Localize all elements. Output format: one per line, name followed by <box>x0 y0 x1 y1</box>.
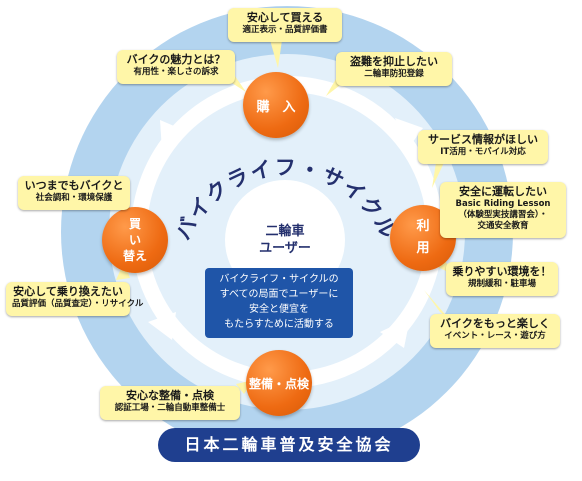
callout-title: 安全に運転したい <box>459 185 547 198</box>
stage-label-replace-top: 買 <box>128 217 141 231</box>
arrow-head-top-right <box>395 118 423 150</box>
stage-node-replace: 買 い 替え <box>102 207 168 273</box>
center-line-2: ユーザー <box>259 241 311 256</box>
callout-enjoy: バイクをもっと楽しく イベント・レース・遊び方 <box>430 314 560 348</box>
callout-title: サービス情報がほしい <box>428 133 538 146</box>
center-user-label: 二輪車 ユーザー <box>230 223 340 257</box>
tail-enjoy <box>424 290 450 320</box>
org-name-banner: 日本二輪車普及安全協会 <box>158 428 420 462</box>
arrow-head-bottom-right <box>380 318 410 348</box>
callout-sub: 規制緩和・駐車場 <box>467 279 536 289</box>
callout-sub: イベント・レース・遊び方 <box>444 331 546 341</box>
callout-forever: いつまでもバイクと 社会調和・環境保護 <box>18 176 130 210</box>
callout-title: いつまでもバイクと <box>24 179 124 192</box>
callout-sub: 二輪車防犯登録 <box>364 69 424 79</box>
stage-label-replace-middle: い <box>128 233 141 247</box>
callout-service-info: サービス情報がほしい IT活用・モバイル対応 <box>418 130 548 164</box>
stage-label-maintenance: 整備・点検 <box>248 376 309 391</box>
center-line-1: 二輪車 <box>265 224 305 239</box>
callout-sub: 適正表示・品質評価書 <box>242 25 328 35</box>
mission-line-1: バイクライフ・サイクルの <box>219 274 339 285</box>
callout-safe-riding: 安全に運転したい Basic Riding Lesson （体験型実技講習会）・… <box>440 182 566 238</box>
callout-title: 安心して買える <box>246 11 324 24</box>
callout-sub: 品質評価（品質査定）・リサイクル <box>12 299 144 309</box>
callout-sub: 有用性・楽しさの訴求 <box>133 67 219 77</box>
callout-sub-2: （体験型実技講習会）・ <box>458 210 548 220</box>
stage-label-use-bottom: 用 <box>416 241 430 256</box>
callout-replace-safe: 安心して乗り換えたい 品質評価（品質査定）・リサイクル <box>6 282 144 316</box>
callout-title: 盗難を抑止したい <box>350 55 438 68</box>
callout-theft: 盗難を抑止したい 二輪車防犯登録 <box>336 52 452 86</box>
mission-line-4: もたらすために活動する <box>224 319 334 330</box>
callout-buy-safe: 安心して買える 適正表示・品質評価書 <box>228 8 342 42</box>
stage-node-maintenance: 整備・点検 <box>246 350 312 416</box>
stage-node-purchase: 購 入 <box>243 72 309 138</box>
arrow-head-top-left <box>160 120 188 150</box>
stage-label-replace-bottom: 替え <box>122 249 147 263</box>
mission-line-3: 安全と便宜を <box>249 304 309 315</box>
callout-sub-1: Basic Riding Lesson <box>455 199 551 209</box>
stage-label-use-top: 利 <box>416 219 430 234</box>
callout-sub-3: 交通安全教育 <box>477 221 529 231</box>
callout-title: バイクの魅力とは？ <box>126 53 226 66</box>
callout-sub: 社会調和・環境保護 <box>35 193 113 203</box>
tail-buy-safe <box>270 40 282 68</box>
callout-title: 乗りやすい環境を！ <box>452 265 552 278</box>
mission-line-2: すべての局面でユーザーに <box>219 289 339 300</box>
callout-appeal: バイクの魅力とは？ 有用性・楽しさの訴求 <box>117 50 235 84</box>
arrow-head-bottom-left <box>148 312 176 340</box>
callout-maintenance: 安心な整備・点検 認証工場・二輪自動車整備士 <box>100 386 240 420</box>
callout-title: 安心して乗り換えたい <box>13 285 123 298</box>
callout-sub: 認証工場・二輪自動車整備士 <box>114 403 226 413</box>
callout-title: バイクをもっと楽しく <box>440 317 550 330</box>
stage-label-purchase: 購 入 <box>256 99 296 115</box>
center-mission-box: バイクライフ・サイクルの すべての局面でユーザーに 安全と便宜を もたらすために… <box>205 268 353 338</box>
callout-environment: 乗りやすい環境を！ 規制緩和・駐車場 <box>446 262 558 296</box>
callout-sub: IT活用・モバイル対応 <box>440 147 526 157</box>
callout-title: 安心な整備・点検 <box>126 389 214 402</box>
org-name: 日本二輪車普及安全協会 <box>184 435 394 454</box>
